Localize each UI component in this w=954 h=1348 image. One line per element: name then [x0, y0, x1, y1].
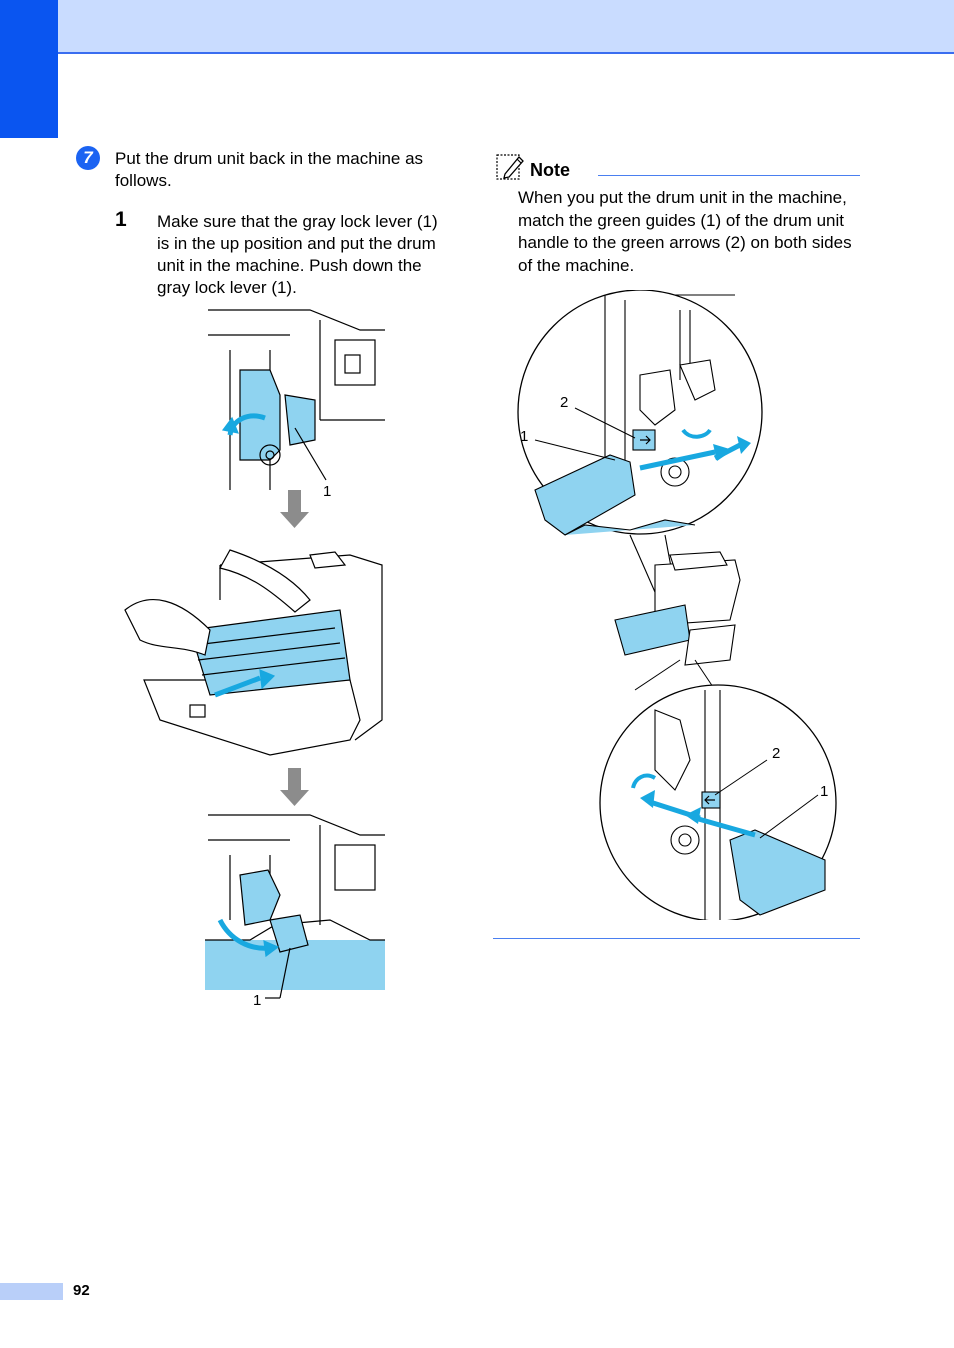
callout-lever-1: 1	[253, 992, 261, 1005]
step-instruction: Put the drum unit back in the machine as…	[115, 149, 424, 190]
insert-drum-panel	[124, 549, 383, 756]
callout-arrow-2: 2	[560, 394, 568, 411]
note-title: Note	[530, 160, 570, 180]
guide-arrows-illustration: 2 1 2 1	[517, 290, 837, 920]
chapter-tab	[0, 0, 58, 138]
footer-bar	[0, 1283, 63, 1300]
lever-up-panel	[208, 309, 385, 490]
drum-unit-install-illustration: 1 1	[124, 309, 385, 1005]
note-body: When you put the drum unit in the machin…	[518, 188, 852, 275]
substep-number: 1	[115, 208, 127, 231]
lever-down-panel	[205, 814, 385, 999]
down-arrow-icon	[280, 490, 309, 528]
machine-overview	[614, 534, 741, 666]
substep-instruction: Make sure that the gray lock lever (1) i…	[157, 212, 438, 297]
page-number: 92	[73, 1282, 90, 1299]
header-band	[0, 0, 954, 54]
step-number-badge: 7	[76, 146, 100, 170]
bottom-detail-circle	[599, 684, 837, 920]
note-bottom-rule	[493, 938, 860, 939]
note-pencil-icon	[496, 154, 524, 180]
callout-guide-1: 1	[520, 428, 528, 445]
top-detail-circle	[517, 290, 763, 536]
callout-arrow-2: 2	[772, 745, 780, 762]
down-arrow-icon	[280, 768, 309, 806]
note-top-rule	[598, 175, 860, 176]
callout-guide-1: 1	[820, 783, 828, 800]
callout-lever-1: 1	[323, 483, 331, 500]
